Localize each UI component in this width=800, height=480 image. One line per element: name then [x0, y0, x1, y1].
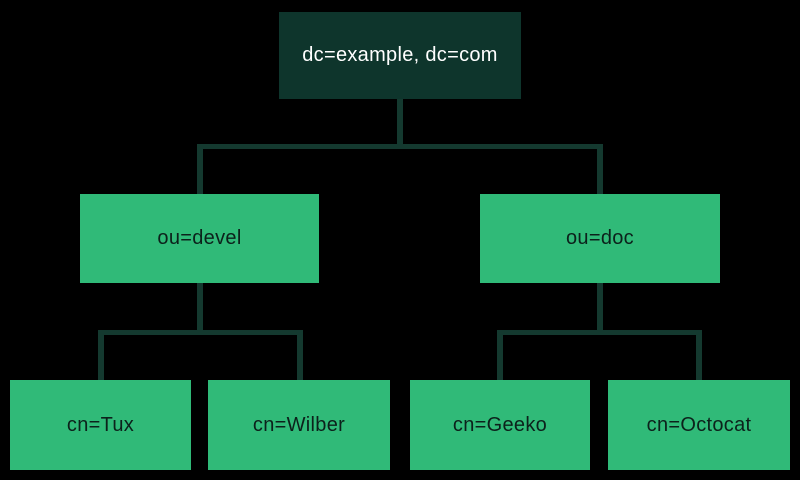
node-cn-octocat-label: cn=Octocat [646, 413, 752, 436]
connector-doc-drop [597, 144, 603, 194]
node-ou-doc-label: ou=doc [566, 227, 634, 249]
connector-tux-drop [98, 330, 104, 380]
connector-devel-drop [197, 144, 203, 194]
connector-left-horizontal [98, 330, 303, 335]
connector-right-horizontal [497, 330, 702, 335]
node-cn-geeko: cn=Geeko [410, 380, 590, 470]
connector-wilber-drop [297, 330, 303, 380]
node-ou-doc: ou=doc [480, 194, 720, 283]
connector-devel-vertical [197, 283, 203, 333]
connector-geeko-drop [497, 330, 503, 380]
node-root-label: dc=example, dc=com [302, 44, 498, 66]
node-cn-tux-label: cn=Tux [66, 413, 135, 436]
connector-doc-vertical [597, 283, 603, 333]
connector-octocat-drop [696, 330, 702, 380]
node-cn-octocat: cn=Octocat [608, 380, 790, 470]
node-cn-tux: cn=Tux [10, 380, 191, 470]
node-ou-devel: ou=devel [80, 194, 319, 283]
node-ou-devel-label: ou=devel [157, 227, 242, 249]
connector-root-vertical [397, 99, 403, 147]
node-cn-wilber: cn=Wilber [208, 380, 390, 470]
node-cn-geeko-label: cn=Geeko [452, 413, 548, 436]
node-root: dc=example, dc=com [279, 12, 521, 99]
connector-top-horizontal [197, 144, 603, 149]
node-cn-wilber-label: cn=Wilber [252, 413, 346, 436]
